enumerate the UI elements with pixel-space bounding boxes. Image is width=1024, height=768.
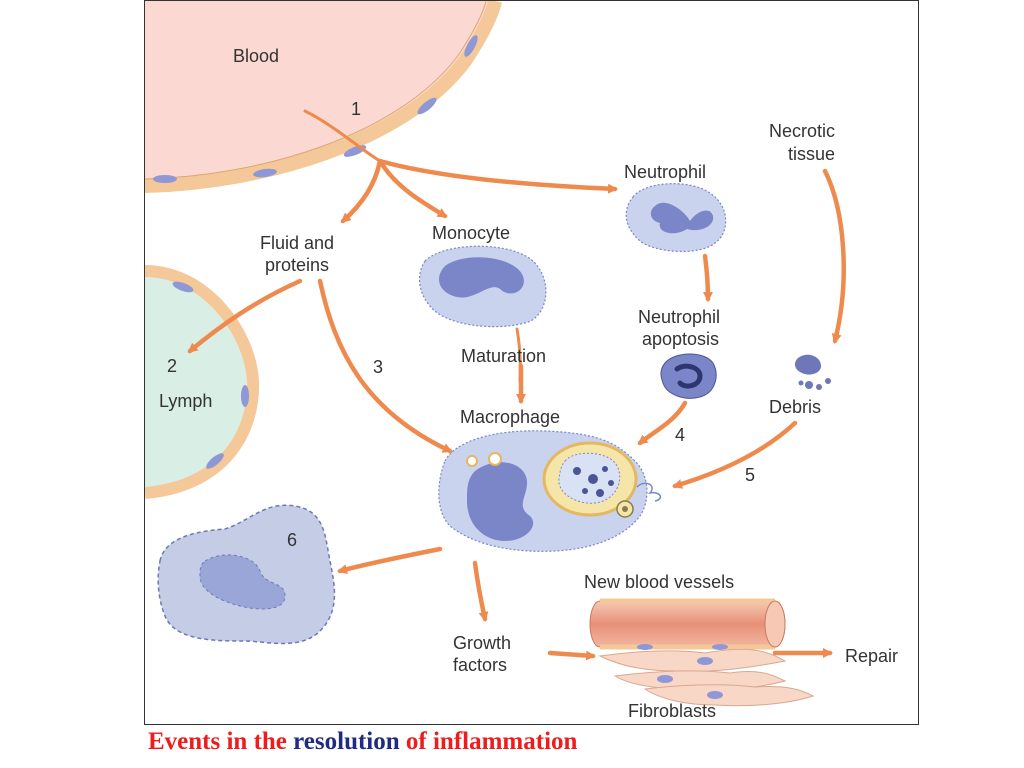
neutrophil-cell: [625, 183, 727, 252]
label-neutrophil-apoptosis-line2: apoptosis: [642, 329, 719, 349]
label-lymph: Lymph: [159, 391, 212, 411]
step-number-4: 4: [675, 425, 685, 445]
step-number-6: 6: [287, 530, 297, 550]
step-number-5: 5: [745, 465, 755, 485]
figure-caption: Events in the resolution of inflammation: [148, 728, 577, 756]
label-macrophage: Macrophage: [460, 407, 560, 427]
caption-part-1: Events in the: [148, 728, 294, 755]
macrophage-cell: [438, 430, 662, 552]
label-fluid-line1: Fluid and: [260, 233, 334, 253]
caption-part-3: of inflammation: [399, 728, 578, 755]
step-number-3: 3: [373, 357, 383, 377]
label-repair: Repair: [845, 646, 898, 666]
label-blood: Blood: [233, 46, 279, 66]
debris-particles: [794, 354, 831, 390]
label-fibroblasts: Fibroblasts: [628, 701, 716, 721]
monocyte-cell: [419, 245, 547, 328]
label-growth-line2: factors: [453, 655, 507, 675]
label-monocyte: Monocyte: [432, 223, 510, 243]
pathway-arrows: [187, 109, 846, 661]
label-neutrophil: Neutrophil: [624, 162, 706, 182]
step-number-1: 1: [351, 99, 361, 119]
lymph-vessel: [145, 265, 260, 499]
new-blood-vessel: [589, 598, 786, 650]
blood-vessel: [145, 1, 502, 193]
label-neutrophil-apoptosis-line1: Neutrophil: [638, 307, 720, 327]
label-growth-line1: Growth: [453, 633, 511, 653]
fibroblast-cells: [598, 648, 815, 707]
label-debris: Debris: [769, 397, 821, 417]
caption-part-2: resolution: [293, 728, 400, 755]
label-necrotic-line1: Necrotic: [769, 121, 835, 141]
inflammation-resolution-diagram: Blood Necrotic tissue Neutrophil Fluid a…: [144, 0, 919, 725]
label-fluid-line2: proteins: [265, 255, 329, 275]
label-new-blood-vessels: New blood vessels: [584, 572, 734, 592]
label-necrotic-line2: tissue: [788, 144, 835, 164]
apoptotic-neutrophil-cell: [660, 353, 717, 399]
step-number-2: 2: [167, 356, 177, 376]
label-maturation: Maturation: [461, 346, 546, 366]
dead-macrophage-ghost: [157, 504, 336, 645]
